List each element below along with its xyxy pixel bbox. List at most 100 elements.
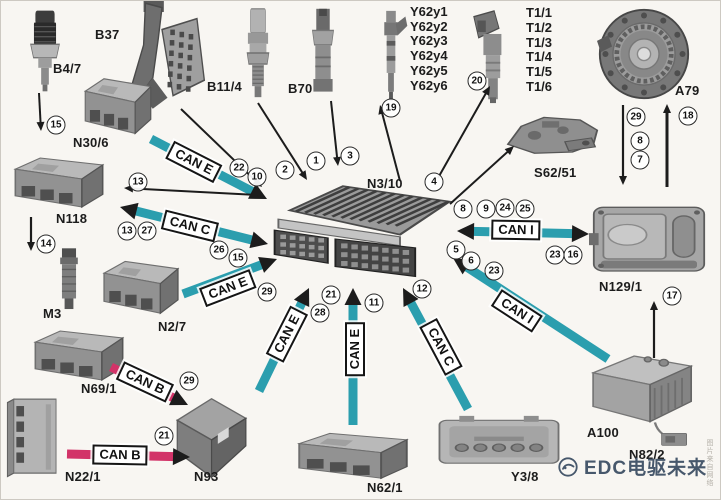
part-n2-7-image <box>97 254 185 328</box>
coil-labels-item: T1/2 <box>526 19 553 35</box>
callout-badge-8: 8 <box>453 199 473 219</box>
can-bus-label: CAN B <box>115 361 175 403</box>
edc-logo-icon <box>558 456 578 477</box>
callout-badge-13: 13 <box>128 172 148 192</box>
injector-labels-item: Y62y2 <box>410 18 448 34</box>
callout-badge-11: 11 <box>364 293 384 313</box>
part-label-n69-1: N69/1 <box>81 381 117 396</box>
callout-badge-14: 14 <box>36 234 56 254</box>
callout-badge-6: 6 <box>461 251 481 271</box>
can-bus-label: CAN I <box>490 289 544 333</box>
injector-labels-item: Y62y5 <box>410 62 448 78</box>
part-a100-image <box>584 351 698 435</box>
coil-labels-item: T1/5 <box>526 64 553 80</box>
callout-badge-25: 25 <box>515 199 535 219</box>
can-bus-label: CAN C <box>160 209 220 243</box>
callout-badge-17: 17 <box>662 286 682 306</box>
vertical-watermark-text: 图片来自网络 <box>706 439 713 487</box>
callout-badge-19: 19 <box>381 98 401 118</box>
part-label-b37: B37 <box>95 27 120 42</box>
injector-labels-item: Y62y3 <box>410 33 448 49</box>
can-bus-label: CAN B <box>92 444 148 466</box>
part-n3-10-image <box>267 184 457 294</box>
callout-badge-23: 23 <box>484 261 504 281</box>
callout-badge-29: 29 <box>626 107 646 127</box>
part-label-n82-2: N82/2 <box>629 447 665 462</box>
callout-badge-12: 12 <box>412 279 432 299</box>
callout-badge-9: 9 <box>476 199 496 219</box>
part-label-s62-51: S62/51 <box>534 165 577 180</box>
part-label-n118: N118 <box>56 211 88 226</box>
callout-badge-13: 13 <box>117 221 137 241</box>
injector-labels-item: Y62y4 <box>410 48 448 64</box>
part-label-m3: M3 <box>43 306 62 321</box>
edc-watermark-text: EDC电驱未来 <box>584 458 708 479</box>
callout-badge-10: 10 <box>247 167 267 187</box>
callout-badge-7: 7 <box>630 150 650 170</box>
part-label-n30-6: N30/6 <box>73 135 109 150</box>
part-label-b11-4: B11/4 <box>207 79 242 94</box>
part-n22-1-image <box>1 394 65 480</box>
part-n118-image <box>7 151 111 221</box>
edc-watermark: EDC电驱未来 <box>557 453 707 480</box>
part-n69-1-image <box>27 324 131 394</box>
callout-badge-22: 22 <box>229 158 249 178</box>
injector-labels-item: Y62y6 <box>410 77 448 93</box>
part-label-n129-1: N129/1 <box>599 279 643 294</box>
can-bus-label: CAN E <box>345 321 365 377</box>
part-m3-image <box>47 247 91 313</box>
callout-badge-28: 28 <box>310 303 330 323</box>
can-bus-label: CAN E <box>198 268 258 308</box>
part-n82-2-image <box>653 421 701 457</box>
part-t1-image <box>469 9 529 105</box>
callout-badge-24: 24 <box>495 198 515 218</box>
part-b70-image <box>299 7 347 97</box>
callout-badge-3: 3 <box>340 146 360 166</box>
callout-badge-29: 29 <box>179 371 199 391</box>
part-label-b4-7: B4/7 <box>53 61 82 76</box>
can-bus-label: CAN C <box>419 317 463 377</box>
part-label-a79: A79 <box>675 83 700 98</box>
can-bus-label: CAN E <box>165 140 223 184</box>
part-y62-image <box>367 9 415 103</box>
part-label-n22-1: N22/1 <box>65 469 101 484</box>
callout-badge-8: 8 <box>630 131 650 151</box>
part-b4-7-image <box>21 9 69 93</box>
part-label-a100: A100 <box>587 425 619 440</box>
part-label-y3-8: Y3/8 <box>511 469 539 484</box>
callout-badge-4: 4 <box>424 172 444 192</box>
part-label-n3-10: N3/10 <box>367 176 403 191</box>
part-label-b70: B70 <box>288 81 313 96</box>
callout-badge-15: 15 <box>46 115 66 135</box>
part-y3-8-image <box>437 407 561 481</box>
callout-badge-27: 27 <box>137 221 157 241</box>
part-n30-6-image <box>79 71 157 149</box>
callout-badge-18: 18 <box>678 106 698 126</box>
can-bus-label: CAN I <box>491 219 541 241</box>
callout-badge-21: 21 <box>321 285 341 305</box>
callout-badge-23: 23 <box>545 245 565 265</box>
part-n129-1-image <box>589 197 709 283</box>
part-n93-image <box>171 387 249 485</box>
callout-badge-20: 20 <box>467 71 487 91</box>
callout-badge-16: 16 <box>563 245 583 265</box>
part-label-n2-7: N2/7 <box>158 319 187 334</box>
callout-badge-15: 15 <box>228 248 248 268</box>
part-a79-image <box>597 7 691 101</box>
callout-badge-1: 1 <box>306 151 326 171</box>
callout-badge-21: 21 <box>154 426 174 446</box>
part-n62-1-image <box>289 427 417 491</box>
callout-badge-2: 2 <box>275 160 295 180</box>
callout-badge-29: 29 <box>257 282 277 302</box>
coil-labels-item: T1/6 <box>526 78 553 94</box>
coil-labels-item: T1/3 <box>526 34 553 50</box>
coil-labels-item: T1/4 <box>526 49 553 65</box>
part-label-n93: N93 <box>194 469 219 484</box>
coil-labels-item: T1/1 <box>526 5 553 20</box>
part-b11-4-image <box>237 7 279 99</box>
part-label-n62-1: N62/1 <box>367 480 403 495</box>
